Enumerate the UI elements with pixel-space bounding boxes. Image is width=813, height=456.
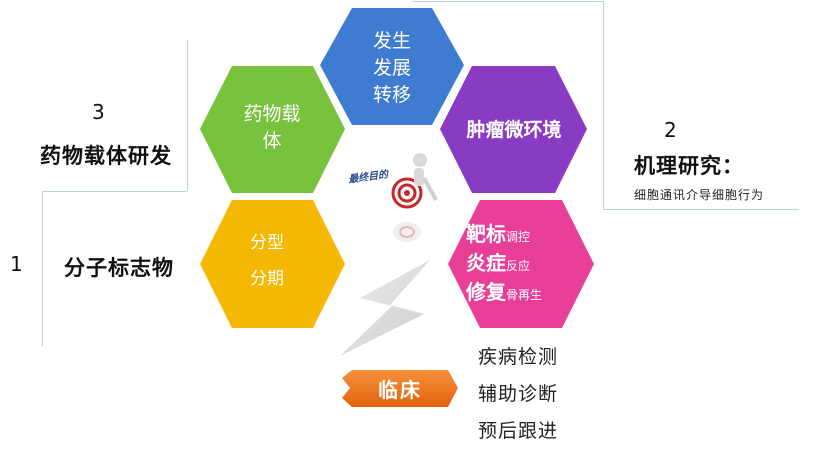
lightning-icon (340, 260, 430, 356)
clinic-item-3: 预后跟进 (478, 420, 559, 442)
hexagon-lower-left (200, 200, 345, 328)
hexagon-lower-right-label: 靶标调控 炎症反应 修复骨再生 (466, 222, 584, 306)
clinic-label: 临床 (378, 378, 422, 402)
hex-ll-line-1: 分型 (250, 233, 284, 253)
bracket-biomarker (42, 191, 43, 346)
hex-lr-big-1: 靶标 (466, 221, 506, 246)
hex-ul-line-1: 药物载 (243, 103, 301, 125)
hex-lr-small-3: 骨再生 (506, 287, 543, 302)
bracket-drug-carrier-bottom (42, 191, 187, 192)
hexagon-upper-left (200, 66, 345, 193)
hex-lr-row-1: 靶标调控 (466, 221, 530, 250)
target-figure-icon (391, 153, 438, 242)
label-biomarker: 分子标志物 (64, 256, 174, 280)
clinic-banner (342, 370, 458, 407)
label-number-1: 1 (10, 252, 23, 276)
bracket-mechanism-top (412, 1, 604, 2)
hex-lr-row-3: 修复骨再生 (466, 279, 542, 308)
hexagon-top-label: 发生 发展 转移 (352, 28, 432, 108)
label-number-3: 3 (92, 100, 105, 124)
bracket-drug-carrier (187, 40, 188, 191)
hexagon-upper-left-label: 药物载 体 (232, 96, 312, 160)
hexagon-upper-right (440, 66, 587, 193)
clinic-item-2: 辅助诊断 (478, 383, 559, 405)
label-mechanism-note: 细胞通讯介导细胞行为 (634, 188, 765, 202)
hex-ll-line-2: 分期 (250, 269, 284, 289)
clinic-list: 疾病检测 辅助诊断 预后跟进 (478, 339, 558, 450)
hex-top-line-3: 转移 (372, 83, 411, 106)
bracket-mechanism-bottom (603, 209, 799, 210)
hex-lr-small-1: 调控 (506, 229, 531, 244)
label-drug-carrier: 药物载体研发 (40, 144, 172, 168)
bracket-mechanism (603, 1, 604, 209)
clinic-item-1: 疾病检测 (478, 346, 559, 368)
hexagon-lower-right (448, 200, 594, 328)
label-mechanism: 机理研究： (634, 154, 744, 178)
hex-top-line-2: 发展 (372, 56, 411, 79)
hexagon-upper-right-label: 肿瘤微环境 (450, 110, 578, 146)
hex-top-line-1: 发生 (372, 29, 411, 52)
hex-lr-big-2: 炎症 (466, 250, 506, 275)
label-number-2: 2 (664, 118, 677, 142)
hexagon-top (320, 8, 464, 125)
hexagon-lower-left-label: 分型 分期 (232, 226, 302, 296)
hex-lr-big-3: 修复 (466, 279, 506, 304)
hex-ul-line-2: 体 (262, 130, 282, 152)
hex-lr-small-2: 反应 (506, 258, 531, 273)
hex-lr-row-2: 炎症反应 (466, 250, 530, 279)
hex-ur-line-1: 肿瘤微环境 (466, 118, 562, 141)
